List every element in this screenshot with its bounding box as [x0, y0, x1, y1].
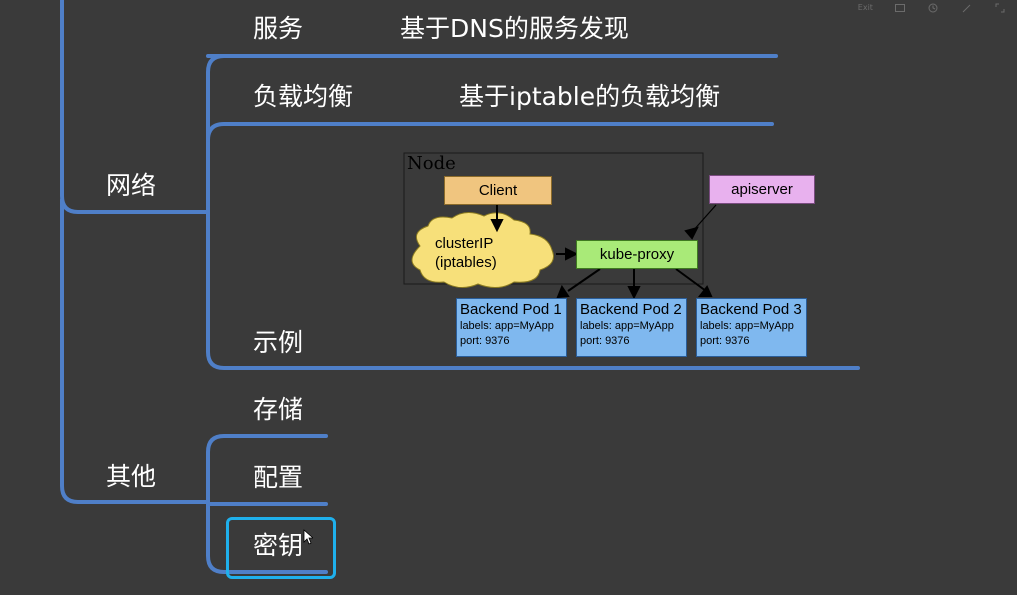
example-node[interactable]: 示例 — [253, 328, 304, 357]
service-detail-node[interactable]: 基于DNS的服务发现 — [400, 14, 629, 43]
loadbalance-detail-node[interactable]: 基于iptable的负载均衡 — [459, 82, 721, 111]
backend-pod-3: Backend Pod 3 labels: app=MyApp port: 93… — [696, 298, 807, 357]
pod-labels: labels: app=MyApp — [460, 320, 554, 332]
network-vertical-line — [206, 54, 860, 370]
loadbalance-branch-line — [206, 122, 774, 142]
presentation-toolbar: Exit — [848, 0, 1017, 15]
backend-pod-2: Backend Pod 2 labels: app=MyApp port: 93… — [576, 298, 687, 357]
cluster-ip-label: clusterIP (iptables) — [435, 234, 497, 272]
pod-port: port: 9376 — [580, 335, 630, 347]
pen-icon[interactable] — [960, 0, 974, 15]
loadbalance-node[interactable]: 负载均衡 — [253, 82, 354, 111]
secret-node-selection — [226, 517, 336, 579]
apiserver-label: apiserver — [731, 181, 793, 198]
pod-title: Backend Pod 2 — [580, 301, 682, 318]
cluster-ip-line-1: clusterIP — [435, 235, 494, 252]
exit-button[interactable]: Exit — [857, 3, 873, 12]
client-label: Client — [478, 182, 518, 199]
client-box: Client — [444, 176, 552, 205]
mouse-cursor-icon — [303, 529, 313, 545]
service-node[interactable]: 服务 — [253, 14, 304, 43]
proxy-to-pod3-arrow — [675, 268, 707, 292]
kube-proxy-label: kube-proxy — [599, 246, 675, 263]
cluster-ip-cloud — [411, 212, 554, 288]
node-label: Node — [407, 153, 456, 174]
secret-node[interactable]: 密钥 — [253, 531, 304, 560]
proxy-to-pod1-arrow — [567, 268, 601, 292]
network-node[interactable]: 网络 — [106, 171, 157, 200]
pod-labels: labels: app=MyApp — [580, 320, 674, 332]
pod-port: port: 9376 — [700, 335, 750, 347]
pod-title: Backend Pod 1 — [460, 301, 562, 318]
pod-title: Backend Pod 3 — [700, 301, 802, 318]
expand-icon[interactable] — [993, 0, 1007, 15]
other-vertical-line — [206, 434, 328, 574]
history-icon[interactable] — [926, 0, 940, 15]
pod-port: port: 9376 — [460, 335, 510, 347]
node-frame — [403, 152, 704, 285]
config-node[interactable]: 配置 — [253, 463, 304, 492]
kube-proxy-box: kube-proxy — [576, 240, 698, 269]
cluster-ip-line-2: (iptables) — [435, 254, 497, 271]
other-node[interactable]: 其他 — [106, 462, 157, 491]
apiserver-box: apiserver — [709, 175, 815, 204]
screen-icon[interactable] — [893, 0, 907, 15]
backend-pod-1: Backend Pod 1 labels: app=MyApp port: 93… — [456, 298, 567, 357]
trunk-lower-line — [60, 198, 210, 504]
trunk-line — [60, 0, 210, 214]
storage-node[interactable]: 存储 — [253, 395, 304, 424]
pod-labels: labels: app=MyApp — [700, 320, 794, 332]
